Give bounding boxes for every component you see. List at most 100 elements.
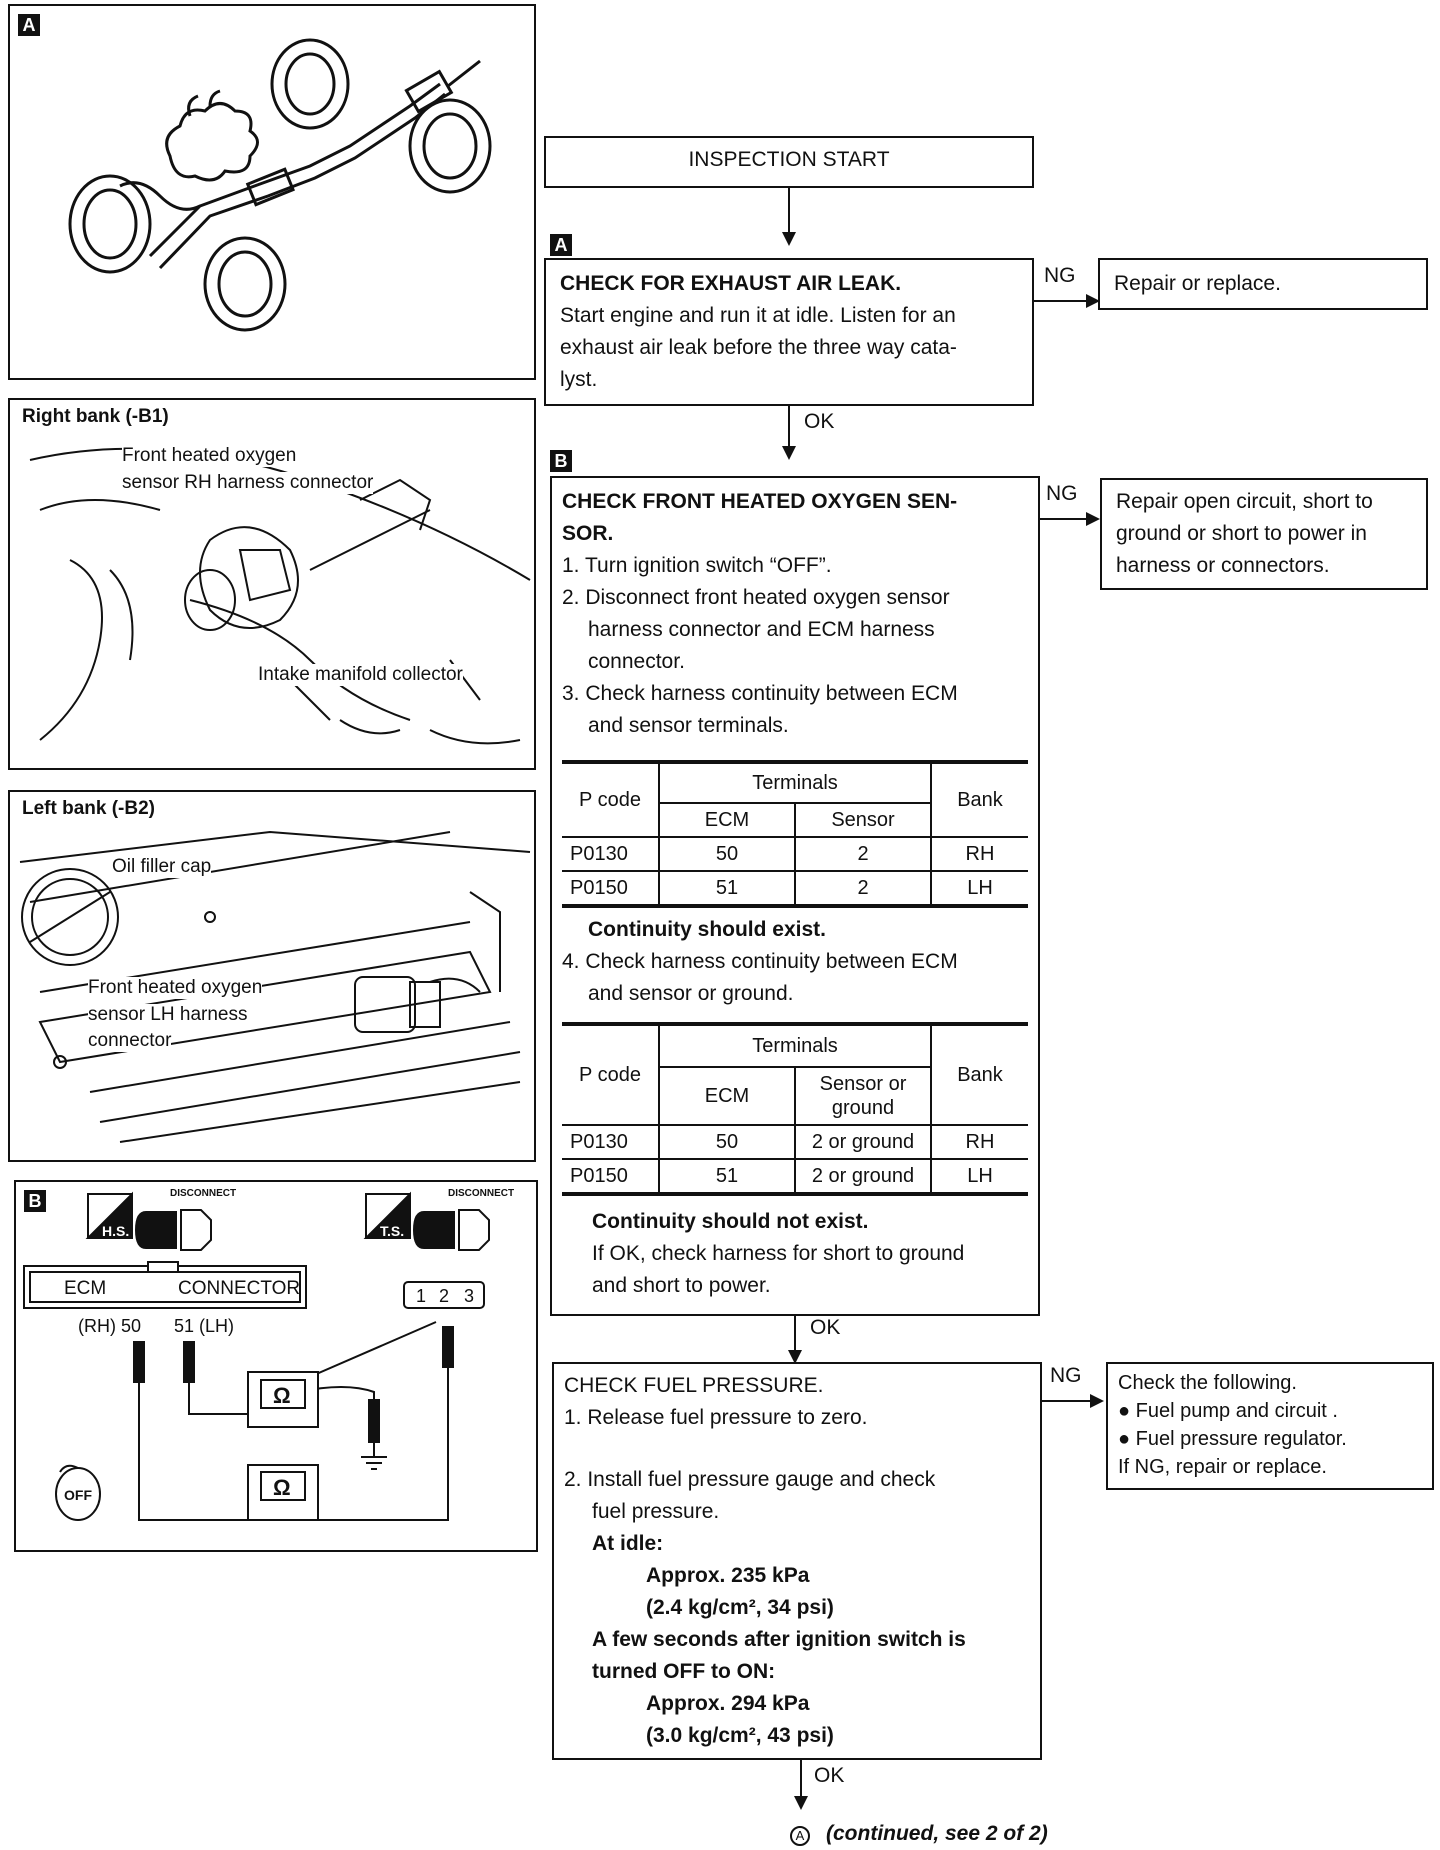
left-bank-label-2: Front heated oxygen [88,977,263,999]
arrow-down-icon [782,232,796,246]
on-pressure-alt: (3.0 kg/cm², 43 psi) [646,1724,834,1747]
after-ignition-line-2: turned OFF to ON: [592,1660,776,1683]
ecm-label: ECM [64,1278,106,1299]
table-row: P0130 50 2 or ground RH [562,1125,1028,1160]
ng-connector [1034,300,1096,302]
step-b-step-1: 1. Turn ignition switch “OFF”. [562,554,832,577]
step-b-step-4b: and sensor or ground. [588,982,794,1005]
inspection-start-box: INSPECTION START [544,136,1034,188]
table-1-header-terminals: Terminals [659,760,932,804]
flow-connector [800,1760,802,1800]
table-2-header-terminals: Terminals [659,1022,932,1068]
at-idle-label: At idle: [592,1532,664,1555]
lh-pin-label: 51 (LH) [174,1316,234,1336]
right-bank-label-1: Front heated oxygen [122,445,297,467]
ts-label: T.S. [380,1223,404,1239]
arrow-down-icon [782,446,796,460]
table-row: P0150 51 2 or ground LH [562,1159,1028,1196]
table-2-header-bank: Bank [931,1022,1028,1126]
figure-b-tag: B [24,1190,46,1212]
step-b-title-2: SOR. [562,522,614,545]
hs-label: H.S. [102,1223,129,1239]
arrow-down-icon [794,1796,808,1810]
step-c-step-1: 1. Release fuel pressure to zero. [564,1406,868,1429]
arrow-down-icon [788,1350,802,1364]
connector-label: CONNECTOR [178,1278,300,1299]
ok-label: OK [814,1764,845,1787]
step-c-ng-bullet-2: ● Fuel pressure regulator. [1118,1428,1347,1450]
step-a-title: CHECK FOR EXHAUST AIR LEAK. [560,272,902,295]
ohm-icon: Ω [273,1475,291,1500]
figure-left-bank: Left bank (-B2) Oil filler cap Front hea… [8,790,536,1162]
left-bank-illustration [19,830,531,1143]
terminals-table-1: P code Terminals Bank ECM Sensor P0130 5… [562,760,1028,908]
disconnect-label-2: DISCONNECT [448,1188,514,1199]
ng-label: NG [1044,264,1076,287]
ng-connector [1042,1400,1100,1402]
flow-connector [794,1316,796,1354]
table-1-header-pcode: P code [562,760,660,838]
arrow-right-icon [1086,512,1100,526]
table-2-header-pcode: P code [562,1022,660,1126]
left-bank-label-4: connector [88,1030,172,1052]
continuity-should-not-exist: Continuity should not exist. [592,1210,869,1233]
step-c-ng-bullet-1: ● Fuel pump and circuit . [1118,1400,1338,1422]
rh-pin-label: (RH) 50 [78,1316,141,1336]
step-c-ng-box: Check the following. ● Fuel pump and cir… [1106,1362,1434,1490]
step-c-step-2a: 2. Install fuel pressure gauge and check [564,1468,936,1491]
right-bank-label-2: sensor RH harness connector [122,472,374,494]
exhaust-illustration [68,38,492,332]
step-b-step-3a: 3. Check harness continuity between ECM [562,682,958,705]
step-c-step-2b: fuel pressure. [592,1500,720,1523]
ok-label: OK [810,1316,841,1339]
ignition-key-icon: OFF [64,1487,92,1503]
table-row: P0130 50 2 RH [562,837,1028,872]
inspection-start-label: INSPECTION START [688,148,890,171]
table-1-header-sensor: Sensor [795,803,932,838]
ok-label: OK [804,410,835,433]
after-ignition-line-1: A few seconds after ignition switch is [592,1628,966,1651]
step-b-step-3b: and sensor terminals. [588,714,789,737]
figure-b-wiring: B [14,1180,538,1552]
step-b-step-2a: 2. Disconnect front heated oxygen sensor [562,586,950,609]
step-a-ng-text: Repair or replace. [1114,272,1281,295]
arrow-right-icon [1086,294,1100,308]
idle-pressure-kpa: Approx. 235 kPa [646,1564,810,1587]
step-b-ng-box: Repair open circuit, short to ground or … [1100,478,1428,590]
flow-connector [788,406,790,446]
step-b-step-2c: connector. [588,650,685,673]
ohm-icon: Ω [273,1383,291,1408]
continuation-marker-icon: A [790,1826,810,1846]
figure-right-bank: Right bank (-B1) Front heated oxygen sen… [8,398,536,770]
continuity-should-exist: Continuity should exist. [588,918,827,941]
table-1-header-bank: Bank [931,760,1028,838]
terminals-table-2: P code Terminals Bank ECM Sensor or grou… [562,1022,1028,1196]
step-b-box: CHECK FRONT HEATED OXYGEN SEN- SOR. 1. T… [550,476,1040,1316]
table-2-header-ecm: ECM [659,1067,796,1126]
left-bank-label-1: Oil filler cap [112,856,212,878]
step-b-ok-line-2: and short to power. [592,1274,771,1297]
step-a-box: CHECK FOR EXHAUST AIR LEAK. Start engine… [544,258,1034,406]
pin-1-label: 1 [416,1286,426,1306]
figure-a-tag: A [18,14,40,36]
ng-connector [1040,518,1098,520]
step-c-title: CHECK FUEL PRESSURE. [564,1374,824,1397]
table-1-header-ecm: ECM [659,803,796,838]
right-bank-title: Right bank (-B1) [22,406,169,428]
step-c-ng-line-1: Check the following. [1118,1372,1297,1394]
step-b-ng-line-1: Repair open circuit, short to [1116,490,1373,513]
pin-2-label: 2 [439,1286,449,1306]
step-b-tag: B [550,450,572,472]
step-b-step-4a: 4. Check harness continuity between ECM [562,950,958,973]
table-2-header-sensor: Sensor or ground [795,1067,932,1126]
step-c-ng-line-2: If NG, repair or replace. [1118,1456,1327,1478]
step-a-line-2: exhaust air leak before the three way ca… [560,336,957,359]
step-b-title-1: CHECK FRONT HEATED OXYGEN SEN- [562,490,958,513]
idle-pressure-alt: (2.4 kg/cm², 34 psi) [646,1596,834,1619]
step-b-step-2b: harness connector and ECM harness [588,618,935,641]
pin-3-label: 3 [464,1286,474,1306]
step-b-ng-line-2: ground or short to power in [1116,522,1367,545]
on-pressure-kpa: Approx. 294 kPa [646,1692,810,1715]
ng-label: NG [1046,482,1078,505]
figure-a-exhaust: A [8,4,536,380]
